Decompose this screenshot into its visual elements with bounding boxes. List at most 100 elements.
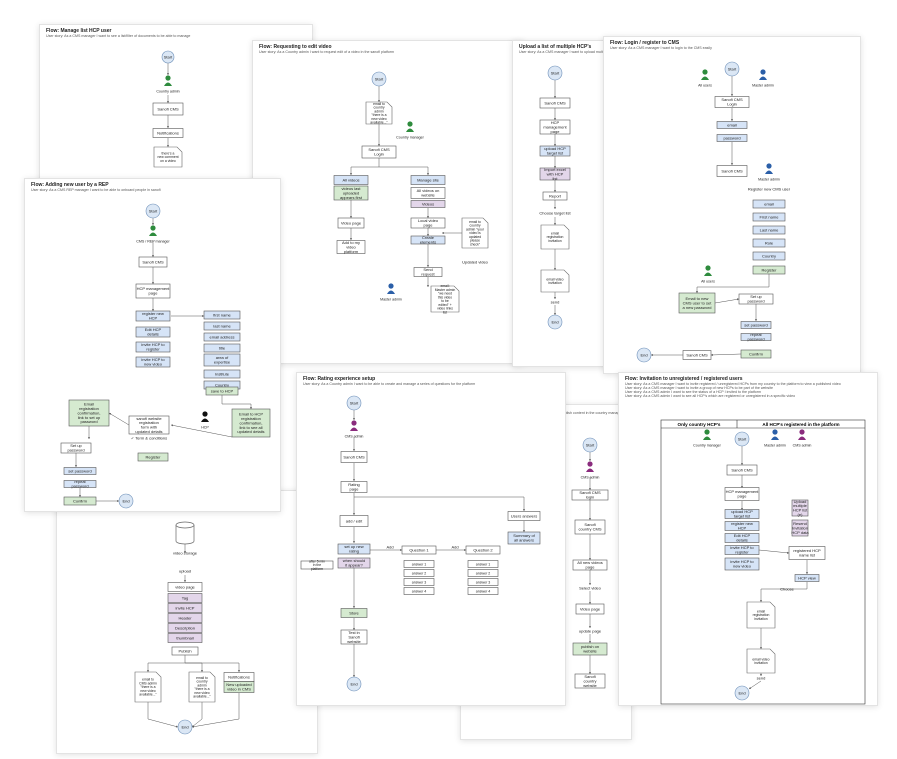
node-desc: Description: [167, 623, 203, 633]
arrow-head: [522, 530, 526, 532]
node-send: send: [551, 299, 560, 304]
connector: [108, 412, 130, 426]
column-header: All HCP's registered in the platform: [762, 422, 839, 427]
arrow-head: [183, 551, 187, 553]
arrow-head: [588, 488, 592, 490]
node-ma: Master admin: [764, 429, 786, 447]
node-label: Confirm: [73, 498, 88, 503]
actor-body: [704, 272, 712, 276]
connector: [221, 395, 252, 409]
node-publish: Publish: [171, 646, 199, 656]
node-label: answer 2: [476, 571, 491, 575]
node-label: Country manager: [693, 443, 722, 447]
node-f_last: Last name: [752, 225, 786, 235]
actor-body: [701, 76, 709, 80]
node-add: add / edit: [339, 515, 369, 527]
process-box: [203, 353, 241, 367]
node-report: Report: [542, 191, 568, 201]
node-label: set password: [68, 468, 92, 473]
node-hcpact: HCP: [201, 411, 209, 429]
arrow-head: [442, 231, 444, 235]
node-tag: Tag: [167, 593, 203, 603]
arrow-head: [740, 508, 744, 510]
node-users: Users answers: [507, 511, 541, 521]
process-box: [336, 240, 366, 254]
process-box: [167, 633, 203, 643]
terminal-circle: [734, 685, 750, 701]
node-label: Sanofi CMS: [544, 100, 566, 105]
column-header: Only country HCP's: [678, 422, 721, 427]
node-label: answer 3: [476, 580, 491, 584]
node-store: Store: [340, 608, 368, 618]
node-label: email address: [210, 334, 235, 339]
process-box: [572, 642, 608, 656]
node-allv: All videos: [333, 175, 369, 185]
process-box: [724, 557, 760, 571]
node-label: Choose target list: [539, 210, 571, 215]
node-end: End: [547, 314, 563, 330]
node-a2-2: answer 3: [467, 578, 499, 586]
actor-icon: [704, 429, 710, 435]
arrow-head: [151, 282, 155, 284]
node-label: Question 2: [473, 547, 493, 552]
connector: [147, 702, 179, 728]
arrow-head: [183, 580, 187, 582]
node-label: All users: [698, 83, 712, 87]
process-box: [135, 341, 171, 353]
arrow-head: [522, 509, 526, 511]
arrow-head: [151, 223, 155, 225]
arrow-head: [759, 674, 763, 676]
node-label: Sanofi CMS: [343, 454, 365, 459]
sheet-title: Upload a list of multiple HCP's: [519, 44, 592, 50]
document-shape: [134, 671, 162, 703]
process-box: [68, 399, 110, 427]
sheet-title: Flow: Adding new user by a REP: [31, 182, 109, 188]
node-cms: Sanofi CMS: [152, 102, 184, 116]
arrow-head: [588, 672, 592, 674]
arrow-head: [166, 73, 170, 75]
node-label: answer 4: [412, 589, 427, 593]
actor-icon: [407, 121, 413, 127]
arrow-head: [202, 314, 204, 318]
process-box: [403, 578, 435, 586]
node-label: Master admin: [380, 297, 402, 301]
arrow-head: [400, 548, 402, 552]
connector: [696, 274, 770, 293]
process-box: [467, 587, 499, 595]
node-upd: Updated video: [462, 259, 489, 264]
process-box: [333, 175, 369, 185]
process-box: [724, 521, 760, 531]
actor-body: [164, 82, 172, 86]
arrow-head: [651, 353, 653, 357]
arrow-head: [352, 418, 356, 420]
document-shape: [540, 269, 570, 293]
node-label: Start: [350, 400, 359, 405]
node-actor: CMS admin: [581, 461, 599, 479]
process-box: [135, 283, 171, 299]
arrow-head: [249, 407, 253, 409]
node-f6: Institute: [203, 369, 241, 379]
node-confirm: Confirm: [740, 349, 772, 359]
node-label: Add: [451, 544, 458, 549]
node-label: last name: [213, 323, 231, 328]
actor-body: [387, 290, 395, 294]
connector: [191, 693, 240, 728]
